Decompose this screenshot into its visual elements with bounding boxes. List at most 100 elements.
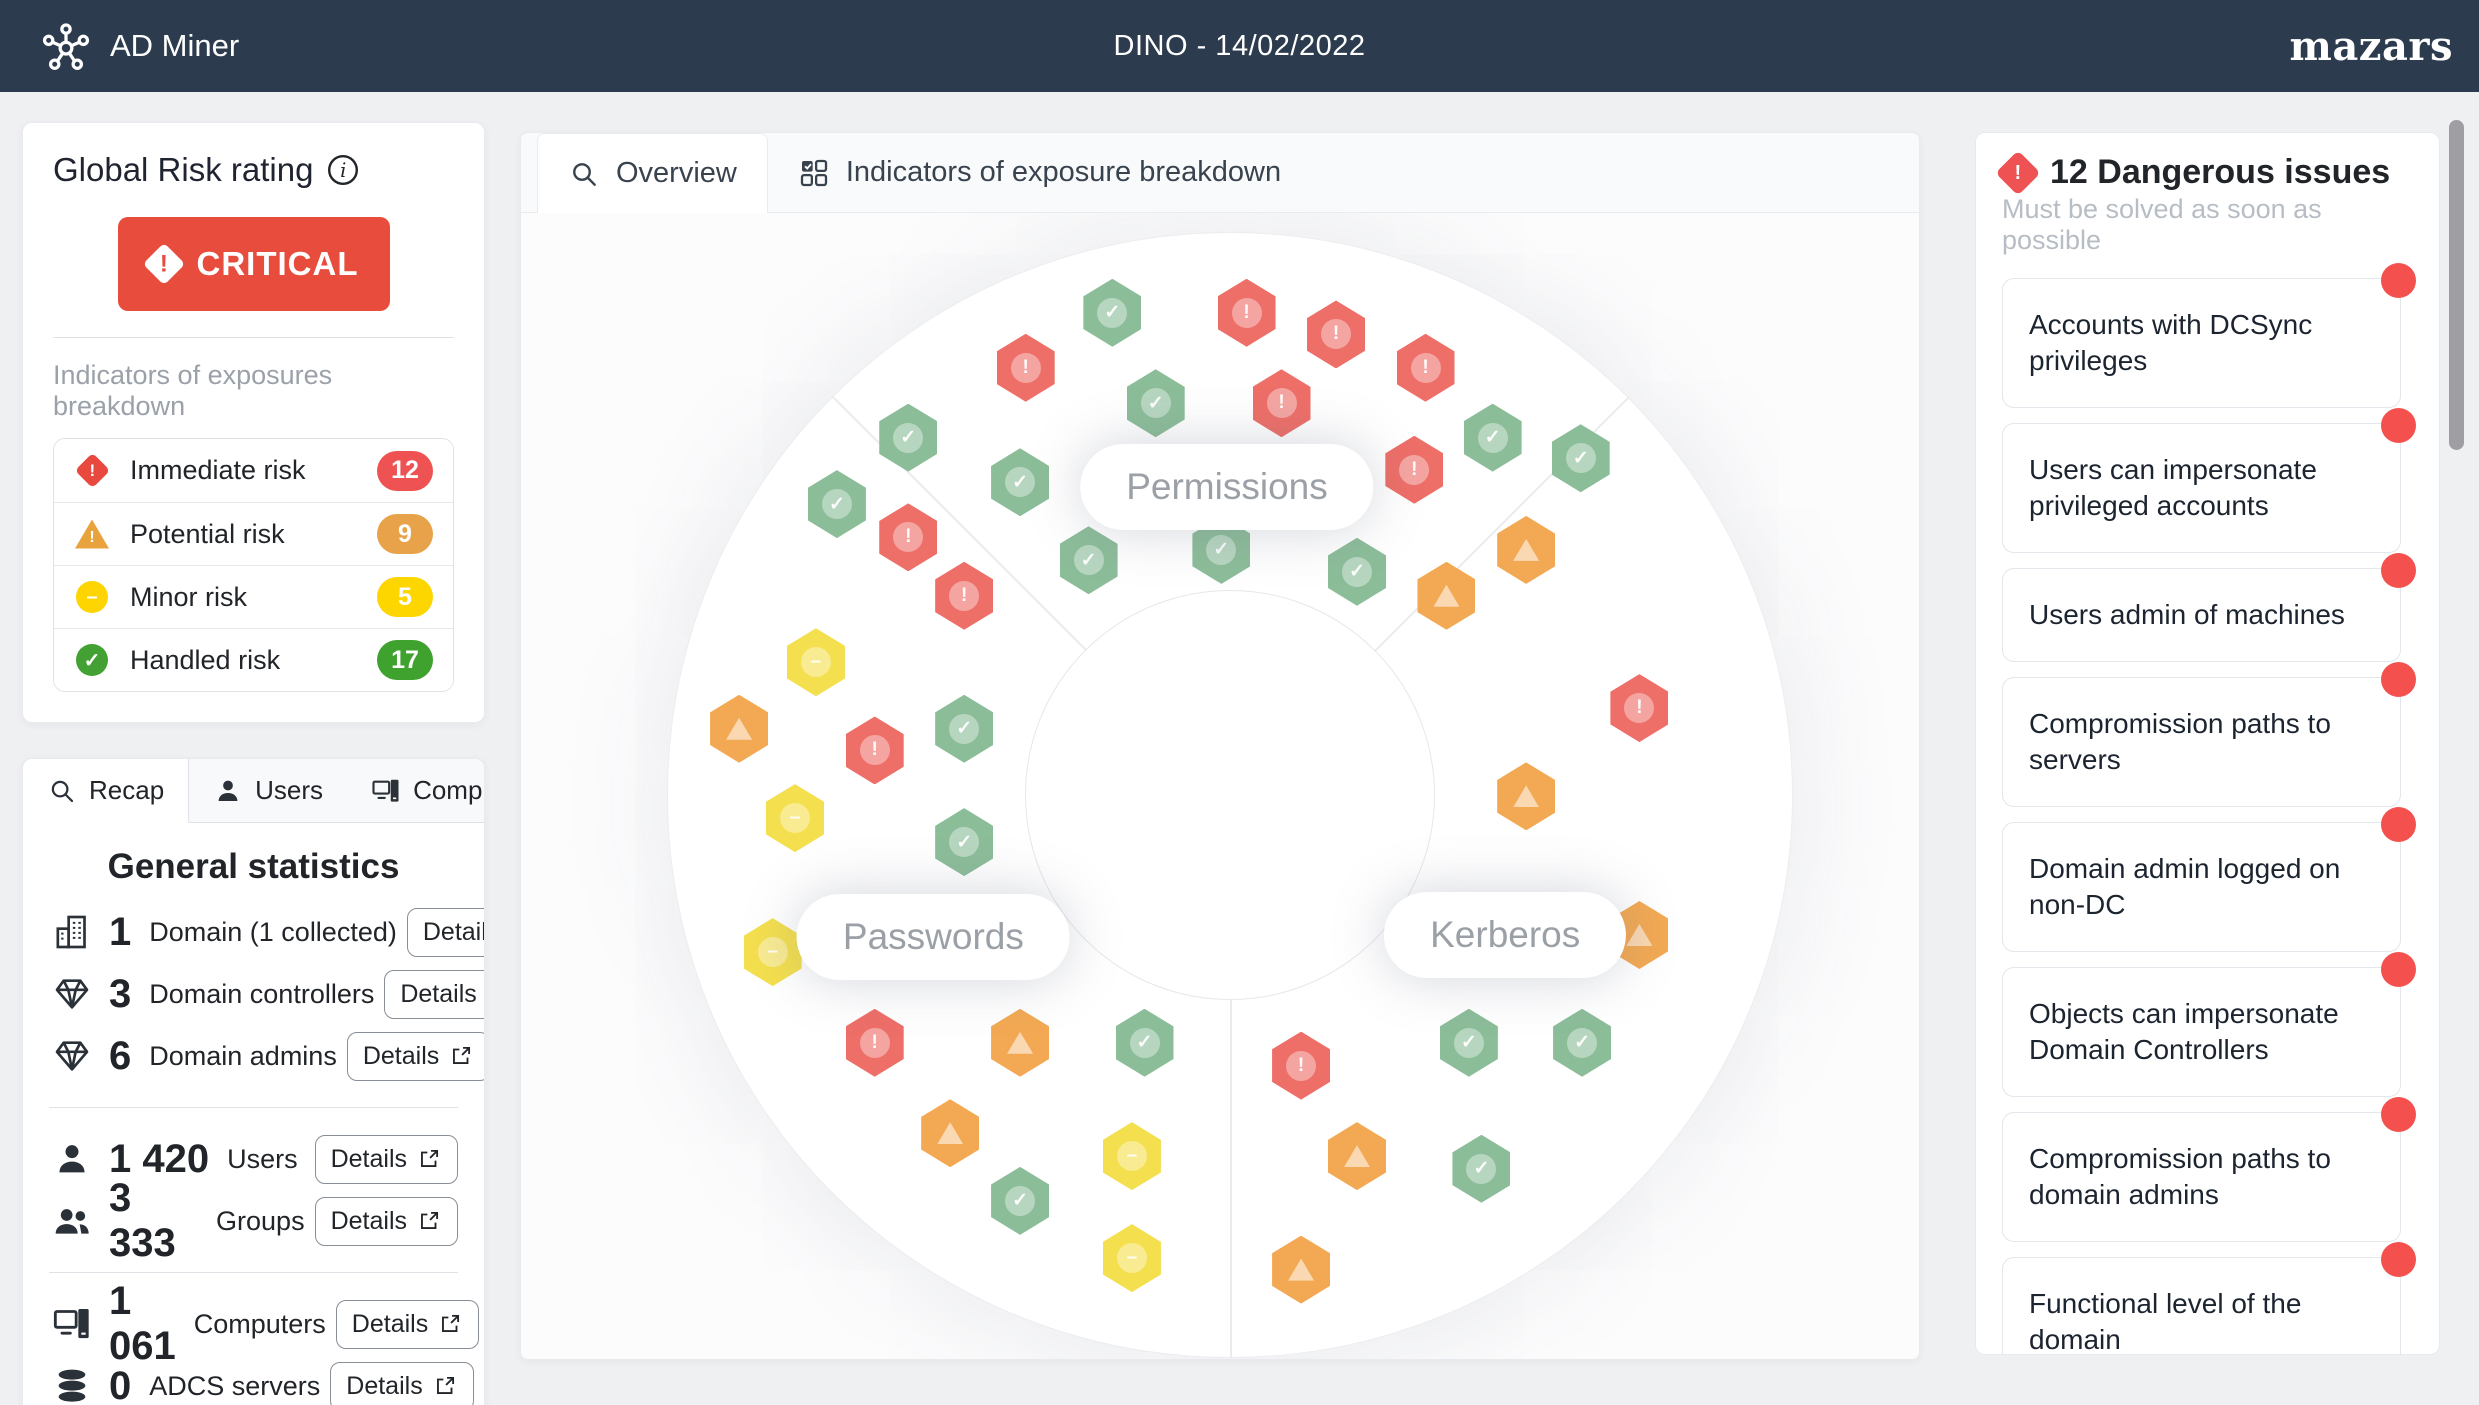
tab-computers[interactable]: Computers	[347, 759, 484, 822]
risk-count-badge: 9	[377, 514, 433, 554]
tab-indicators-of-exposure-breakdown[interactable]: Indicators of exposure breakdown	[768, 133, 1311, 212]
exclamation-icon: !	[1266, 388, 1297, 419]
exclamation-icon: !	[1410, 352, 1441, 383]
triangle-warning-icon	[726, 717, 753, 740]
divider	[53, 337, 454, 338]
immediate-risk-icon: !	[74, 452, 110, 489]
stat-value: 3 333	[109, 1176, 176, 1265]
database-icon	[52, 1366, 92, 1405]
exclamation-icon: !	[1231, 297, 1262, 328]
grid-icon	[798, 157, 830, 189]
info-icon[interactable]: i	[325, 152, 361, 188]
app-title: AD Miner	[110, 28, 240, 63]
stat-row-groups: 3 333 Groups Details	[49, 1176, 458, 1265]
app-brand: AD Miner	[40, 20, 239, 72]
minus-icon: –	[1116, 1243, 1147, 1274]
issue-card-label: Users can impersonate privileged account…	[2029, 454, 2317, 521]
details-label: Details	[400, 979, 477, 1008]
triangle-warning-icon	[1513, 785, 1540, 808]
risk-item-label: Minor risk	[130, 581, 248, 612]
handled-risk-icon: ✓	[76, 644, 108, 676]
tab-users[interactable]: Users	[189, 759, 347, 822]
issue-card-label: Compromission paths to servers	[2029, 708, 2331, 775]
issue-card-label: Domain admin logged on non-DC	[2029, 853, 2341, 920]
issue-card[interactable]: Domain admin logged on non-DC	[2002, 807, 2416, 952]
minus-icon: –	[757, 937, 788, 968]
issue-card[interactable]: Objects can impersonate Domain Controlle…	[2002, 952, 2416, 1097]
tab-recap[interactable]: Recap	[23, 759, 190, 823]
report-title: DINO - 14/02/2022	[1113, 29, 1366, 62]
svg-text:i: i	[341, 159, 347, 182]
issue-card[interactable]: Functional level of the domain	[2002, 1242, 2416, 1354]
check-icon: ✓	[949, 827, 980, 858]
global-risk-title: Global Risk rating	[53, 151, 314, 188]
stat-value: 1	[109, 909, 132, 954]
stat-value: 0	[109, 1363, 132, 1405]
user-icon	[52, 1139, 92, 1179]
issue-red-dot	[2381, 408, 2416, 443]
stat-label: Groups	[216, 1205, 305, 1236]
issue-card[interactable]: Users can impersonate privileged account…	[2002, 408, 2416, 553]
scrollbar-thumb[interactable]	[2449, 120, 2464, 450]
stat-label: Domain controllers	[149, 978, 375, 1009]
dangerous-issues-panel: ! 12 Dangerous issues Must be solved as …	[1975, 132, 2440, 1355]
stats-divider	[49, 1272, 458, 1273]
check-icon: ✓	[1140, 388, 1171, 419]
search-icon	[568, 158, 600, 190]
issue-card[interactable]: Accounts with DCSync privileges	[2002, 263, 2416, 408]
triangle-warning-icon	[1344, 1145, 1370, 1168]
stat-label: Computers	[193, 1308, 326, 1339]
tab-overview[interactable]: Overview	[537, 133, 768, 213]
details-button[interactable]: Details	[406, 907, 484, 957]
tab-label: Computers	[413, 775, 484, 805]
issue-card[interactable]: Compromission paths to domain admins	[2002, 1097, 2416, 1242]
risk-item-label: Potential risk	[130, 518, 285, 549]
issue-card-label: Objects can impersonate Domain Controlle…	[2029, 998, 2339, 1065]
issue-card[interactable]: Users admin of machines	[2002, 553, 2416, 662]
check-icon: ✓	[1005, 1185, 1036, 1216]
computer-icon	[371, 776, 401, 806]
issue-red-dot	[2381, 952, 2416, 987]
critical-diamond-icon: !	[142, 242, 185, 286]
stat-label: ADCS servers	[149, 1370, 321, 1401]
check-icon: ✓	[1466, 1153, 1497, 1184]
stat-label: Domain (1 collected)	[149, 916, 397, 947]
exclamation-icon: !	[859, 1027, 890, 1058]
exclamation-icon: !	[1624, 693, 1655, 724]
details-button[interactable]: Details	[314, 1196, 458, 1246]
tab-label: Indicators of exposure breakdown	[845, 156, 1282, 188]
details-button[interactable]: Details	[335, 1299, 480, 1349]
triangle-warning-icon	[1513, 538, 1540, 561]
global-risk-title-row: Global Risk rating i	[53, 151, 454, 189]
critical-rating-button[interactable]: ! CRITICAL	[117, 217, 390, 311]
issues-title: 12 Dangerous issues	[2050, 153, 2391, 191]
stat-value: 1 061	[109, 1279, 176, 1368]
details-button[interactable]: Details	[330, 1361, 474, 1405]
tab-label: Overview	[616, 157, 737, 189]
issue-card-label: Users admin of machines	[2029, 599, 2345, 630]
building-icon	[52, 912, 92, 952]
critical-rating-label: CRITICAL	[196, 245, 359, 282]
details-button[interactable]: Details	[346, 1031, 484, 1081]
risk-item-label: Immediate risk	[130, 455, 306, 485]
details-button[interactable]: Details	[384, 969, 484, 1019]
check-icon: ✓	[1206, 534, 1237, 565]
page-scrollbar[interactable]	[2448, 104, 2465, 1391]
issue-card[interactable]: Compromission paths to servers	[2002, 662, 2416, 807]
stat-value: 6	[109, 1033, 132, 1078]
details-button[interactable]: Details	[314, 1134, 458, 1184]
exclamation-icon: !	[949, 580, 980, 611]
triangle-warning-icon	[1288, 1258, 1315, 1281]
user-icon	[213, 776, 243, 806]
sector-label-passwords: Passwords	[796, 894, 1070, 981]
sector-divider-bottom	[1229, 998, 1232, 1358]
exclamation-icon: !	[1321, 319, 1352, 350]
details-label: Details	[422, 917, 484, 946]
